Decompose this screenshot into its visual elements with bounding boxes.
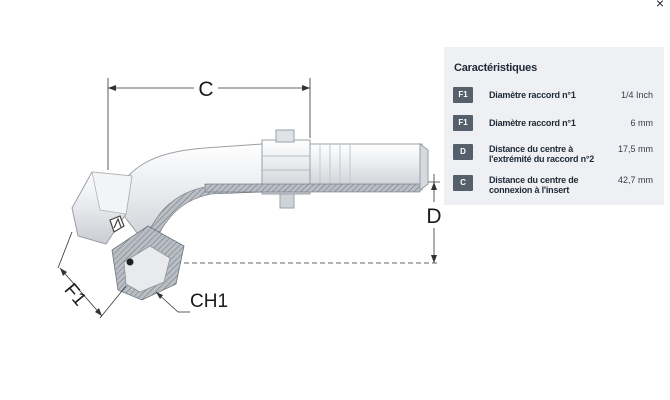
dimension-f1-label: F1 <box>60 280 90 310</box>
spec-row: C Distance du centre de connexion à l'in… <box>453 175 656 205</box>
dimension-ch1-label: CH1 <box>190 291 228 312</box>
spec-label: Diamètre raccord n°1 <box>489 90 576 100</box>
spec-row: D Distance du centre à l'extrémité du ra… <box>453 144 656 174</box>
spec-label-line: connexion à l'insert <box>489 185 570 195</box>
spec-value: 1/4 Inch <box>620 90 653 100</box>
spec-code-badge: F1 <box>453 87 473 103</box>
spec-value: 42,7 mm <box>617 175 653 185</box>
panel-title: Caractéristiques <box>454 62 538 74</box>
spec-label-line: l'extrémité du raccord n°2 <box>489 154 595 164</box>
dimension-d: D <box>160 174 444 264</box>
dimension-c-label: C <box>198 78 213 101</box>
dimension-c: C <box>107 76 311 170</box>
spec-value: 17,5 mm <box>617 144 653 154</box>
fitting-body <box>71 129 429 301</box>
spec-label: Distance du centre à l'extrémité du racc… <box>489 144 607 164</box>
spec-label-line: Distance du centre de <box>489 175 579 185</box>
close-icon[interactable]: × <box>655 0 664 11</box>
spec-label-line: Distance du centre à <box>489 144 574 154</box>
spec-code-badge: D <box>453 144 473 160</box>
spec-value: 6 mm <box>630 118 654 128</box>
brand-logo-icon <box>109 215 125 233</box>
spec-row: F1 Diamètre raccord n°1 6 mm <box>453 115 656 145</box>
characteristics-panel: Caractéristiques F1 Diamètre raccord n°1… <box>444 47 664 205</box>
spec-label: Diamètre raccord n°1 <box>489 118 576 128</box>
dimension-d-label: D <box>426 205 441 228</box>
dimension-ch1: CH1 <box>155 291 228 313</box>
spec-row: F1 Diamètre raccord n°1 1/4 Inch <box>453 87 656 117</box>
spec-label: Distance du centre de connexion à l'inse… <box>489 175 607 195</box>
spec-code-badge: F1 <box>453 115 473 131</box>
spec-code-badge: C <box>453 175 473 191</box>
fitting-technical-drawing: C D <box>57 76 444 319</box>
